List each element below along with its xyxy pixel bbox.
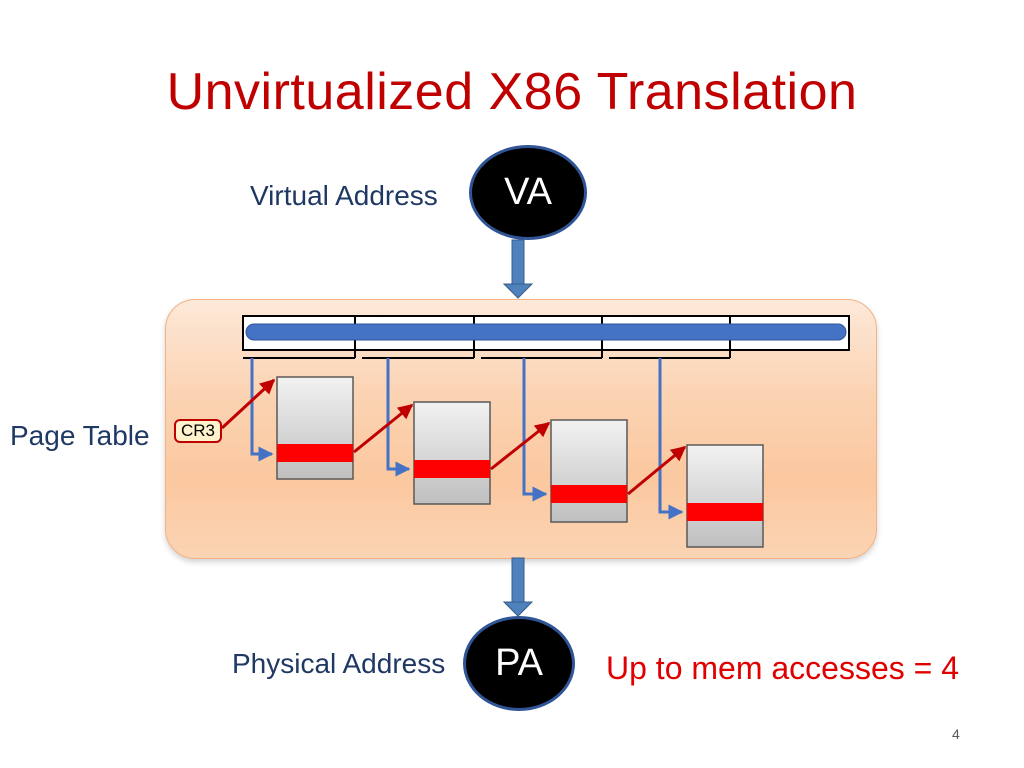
- pointer-arrow-2: [490, 421, 551, 471]
- page-table-level-1: [276, 376, 354, 480]
- virtual-address-label: Virtual Address: [250, 180, 438, 211]
- index-arrow-3: [522, 358, 548, 502]
- memory-access-note: Up to mem accesses = 4: [606, 650, 960, 686]
- physical-address-label: Physical Address: [232, 648, 446, 679]
- page-table-level-2: [413, 401, 491, 505]
- pointer-arrow-3: [627, 445, 687, 496]
- page-table-level-3: [550, 419, 628, 523]
- va-down-arrow: [502, 239, 534, 299]
- page-table-level-4: [686, 444, 764, 548]
- page-table-entry: [687, 503, 763, 521]
- pa-down-arrow: [502, 557, 534, 617]
- cr3-register: CR3: [174, 419, 222, 443]
- page-table-label: Page Table: [10, 420, 150, 451]
- cr3-pointer-arrow: [220, 378, 276, 430]
- index-arrow-4: [658, 358, 684, 520]
- pointer-arrows: [220, 378, 687, 496]
- page-table-entry: [414, 460, 490, 478]
- page-table-entry: [551, 485, 627, 503]
- slide-title: Unvirtualized X86 Translation: [166, 63, 858, 121]
- pa-node: PA: [463, 616, 575, 711]
- address-bar: [245, 323, 847, 341]
- index-arrows: [250, 358, 684, 520]
- page-table-entry: [277, 444, 353, 462]
- virtual-address-fields: [242, 315, 850, 359]
- pointer-arrow-1: [353, 403, 414, 454]
- slide-number: 4: [952, 726, 960, 742]
- va-node: VA: [469, 145, 587, 240]
- index-arrow-1: [250, 358, 274, 462]
- index-arrow-2: [386, 358, 411, 477]
